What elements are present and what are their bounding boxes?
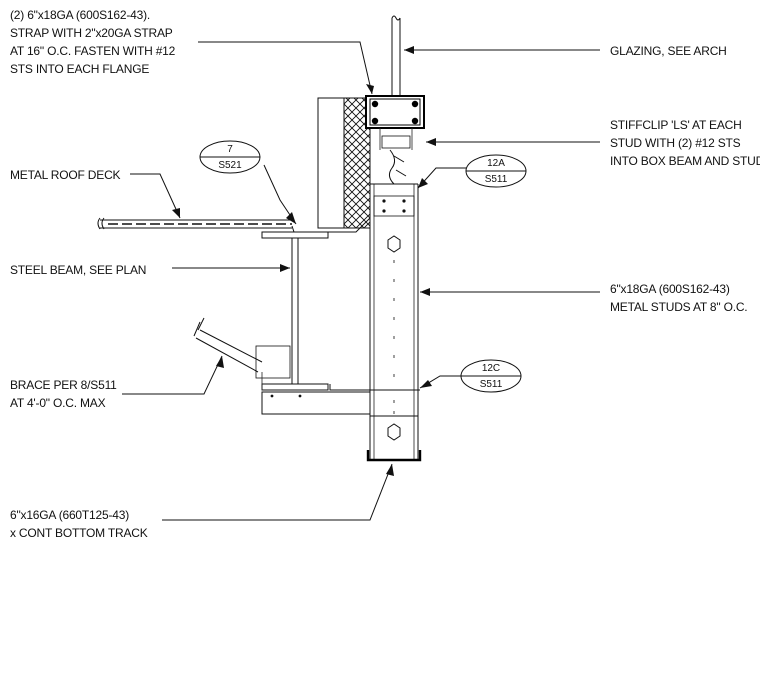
steel-beam [261, 231, 420, 391]
note-studs: 6"x18GA (600S162-43) METAL STUDS AT 8" O… [610, 280, 748, 316]
leader-arrowheads [172, 46, 436, 476]
tag-12a-number: 12A [487, 158, 505, 169]
note-roof-deck: METAL ROOF DECK [10, 166, 121, 184]
note-stiffclip-line: STIFFCLIP 'LS' AT EACH [610, 118, 742, 132]
tag-12c-number: 12C [482, 363, 500, 374]
detail-tag-12c[interactable]: 12C S511 [460, 359, 522, 393]
note-steel-beam: STEEL BEAM, SEE PLAN [10, 261, 146, 279]
note-studs-line: 6"x18GA (600S162-43) [610, 282, 730, 296]
box-beam-header [365, 95, 425, 185]
tag-7-sheet: S521 [218, 160, 242, 171]
note-strap-line: STRAP WITH 2"x20GA STRAP [10, 26, 173, 40]
note-strap-line: AT 16" O.C. FASTEN WITH #12 [10, 44, 176, 58]
note-brace-line: AT 4'-0" O.C. MAX [10, 396, 106, 410]
note-bottom-track: 6"x16GA (660T125-43) x CONT BOTTOM TRACK [10, 506, 148, 542]
tag-7-number: 7 [227, 144, 233, 155]
detail-tag-12a[interactable]: 12A S511 [465, 154, 527, 188]
note-brace: BRACE PER 8/S511 AT 4'-0" O.C. MAX [10, 376, 117, 412]
diagonal-brace [193, 317, 291, 390]
note-roof-deck-line: METAL ROOF DECK [10, 168, 121, 182]
tag-12c-sheet: S511 [480, 379, 503, 390]
glazing-unit [391, 15, 401, 96]
note-bottom-track-line: x CONT BOTTOM TRACK [10, 526, 148, 540]
note-steel-beam-line: STEEL BEAM, SEE PLAN [10, 263, 147, 277]
note-strap-line: (2) 6"x18GA (600S162-43). [10, 8, 151, 22]
note-stiffclip-line: INTO BOX BEAM AND STUD [610, 154, 760, 168]
note-glazing-line: GLAZING, SEE ARCH [610, 44, 727, 58]
parapet-insulation [291, 97, 371, 233]
tag-12a-sheet: S511 [485, 174, 508, 185]
metal-roof-deck [97, 217, 292, 230]
bottom-track [366, 450, 422, 462]
base-plate [261, 391, 371, 415]
detail-tag-7[interactable]: 7 S521 [199, 140, 261, 174]
note-stiffclip-line: STUD WITH (2) #12 STS [610, 136, 741, 150]
note-brace-line: BRACE PER 8/S511 [10, 378, 117, 392]
note-strap-line: STS INTO EACH FLANGE [10, 62, 150, 76]
note-stiffclip: STIFFCLIP 'LS' AT EACH STUD WITH (2) #12… [610, 116, 760, 170]
note-studs-line: METAL STUDS AT 8" O.C. [610, 300, 748, 314]
note-bottom-track-line: 6"x16GA (660T125-43) [10, 508, 130, 522]
metal-stud-wall [369, 183, 419, 460]
leader-lines [122, 41, 600, 521]
note-glazing: GLAZING, SEE ARCH [610, 42, 727, 60]
note-strap: (2) 6"x18GA (600S162-43). STRAP WITH 2"x… [10, 6, 175, 78]
